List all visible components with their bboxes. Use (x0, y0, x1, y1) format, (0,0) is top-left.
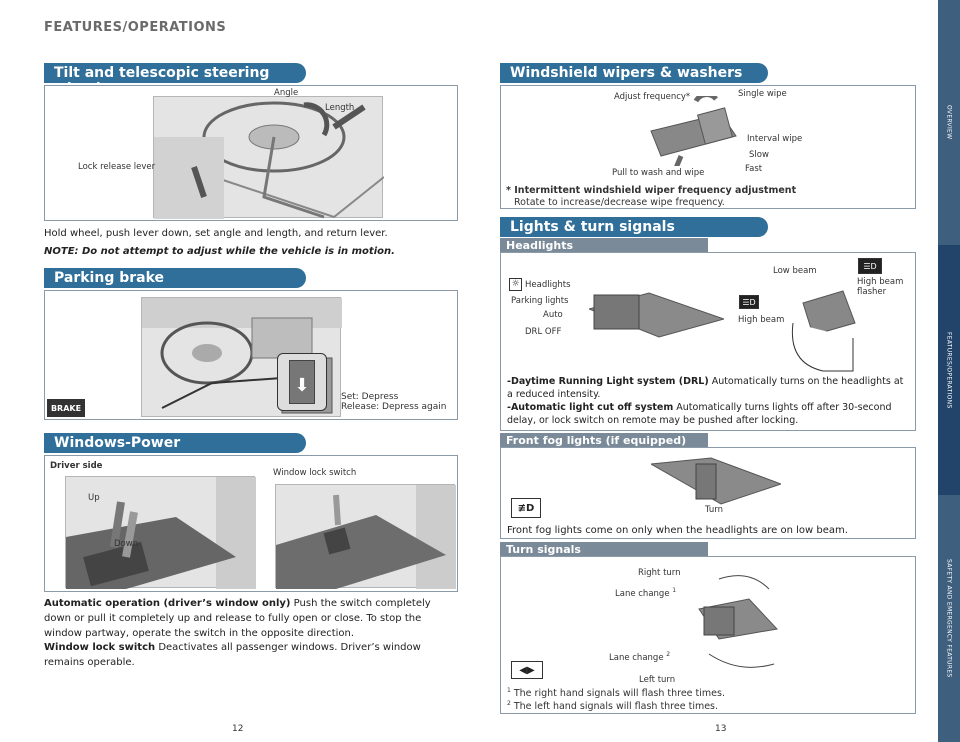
turn-arrows-icon: ◀▶ (511, 661, 543, 679)
adjust-frequency-label: Adjust frequency* (614, 92, 691, 102)
section-title-windows: Windows-Power (44, 433, 306, 453)
drl-desc: Automatically turns on the headlights at… (507, 376, 904, 400)
side-tab-bar: OVERVIEW FEATURES/OPERATIONS SAFETY AND … (938, 0, 960, 742)
lock-release-label: Lock release lever (78, 162, 156, 172)
angle-label: Angle (274, 88, 299, 98)
tab-features-operations[interactable]: FEATURES/OPERATIONS (938, 245, 960, 495)
tilt-instruction: Hold wheel, push lever down, set angle a… (44, 228, 388, 239)
section-title-lights: Lights & turn signals (500, 217, 768, 237)
wiper-footnote-text: Rotate to increase/decrease wipe frequen… (514, 197, 725, 208)
up-label: Up (88, 493, 100, 503)
turn-footnote-1: 1 The right hand signals will flash thre… (507, 687, 725, 700)
low-beam-label: Low beam (773, 266, 817, 276)
set-label: Set: Depress (341, 392, 399, 402)
drl-text: -Daytime Running Light system (DRL) Auto… (507, 375, 911, 401)
arrow-down-icon: ⬇ (294, 375, 310, 396)
cutoff-desc: Automatically turns lights off after 30-… (507, 402, 892, 426)
lane-change-1-label: Lane change 1 (615, 587, 677, 599)
steering-wheel-image (153, 96, 385, 219)
section-title-wipers: Windshield wipers & washers (500, 63, 768, 83)
release-label: Release: Depress again (341, 402, 447, 412)
down-label: Down (114, 539, 139, 549)
window-lock-label: Window lock switch (273, 468, 357, 478)
single-wipe-label: Single wipe (738, 89, 787, 99)
auto-label: Auto (543, 310, 563, 320)
cutoff-text: -Automatic light cut off system Automati… (507, 401, 911, 427)
lock-switch-image (275, 484, 456, 589)
fast-label: Fast (745, 164, 763, 174)
steering-wheel-illustration (154, 101, 385, 219)
lock-switch-title: Window lock switch (44, 642, 156, 653)
fog-turn-label: Turn (705, 505, 724, 515)
cutoff-title: -Automatic light cut off system (507, 402, 674, 413)
turn-footnote-2: 2 The left hand signals will flash three… (507, 700, 719, 713)
headlights-label: Headlights (525, 280, 571, 290)
high-beam-icon: ☰D (739, 295, 759, 309)
turn-stalk-illustration (698, 575, 778, 668)
page-header: FEATURES/OPERATIONS (44, 20, 227, 35)
fog-stalk-illustration (651, 457, 781, 505)
windows-figure-box: Driver side Window lock switch Up Down (44, 455, 458, 592)
tilt-note: NOTE: Do not attempt to adjust while the… (44, 246, 395, 257)
length-label: Length (325, 103, 355, 113)
auto-op-desc: Push the switch completely down or pull … (44, 598, 431, 639)
wiper-footnote-title: * Intermittent windshield wiper frequenc… (506, 185, 797, 196)
subsection-fog: Front fog lights (if equipped) (500, 433, 708, 447)
parking-figure-box: ⬇ BRAKE Set: Depress Release: Depress ag… (44, 290, 458, 420)
auto-op-title: Automatic operation (driver’s window onl… (44, 598, 291, 609)
windows-lock-text: Window lock switch Deactivates all passe… (44, 640, 458, 670)
page-number-left: 12 (232, 724, 244, 734)
lock-switch-illustration (276, 485, 456, 589)
driver-switch-image (65, 476, 256, 589)
fog-figure-box: ≢D Turn Front fog lights come on only wh… (500, 447, 916, 539)
flasher-icon: ☰D (858, 258, 882, 274)
windows-auto-text: Automatic operation (driver’s window onl… (44, 596, 458, 641)
subsection-headlights: Headlights (500, 238, 708, 252)
tab-overview[interactable]: OVERVIEW (945, 105, 953, 140)
tilt-figure-box: Angle Length Lock release lever (44, 85, 458, 221)
driver-side-label: Driver side (50, 461, 103, 471)
hand-flasher-illustration (791, 290, 856, 372)
drl-off-label: DRL OFF (525, 327, 562, 337)
fog-light-icon: ≢D (511, 498, 541, 518)
flasher-label: High beam flasher (857, 277, 904, 297)
lane-change-2-label: Lane change 2 (609, 651, 671, 663)
headlights-sun-icon: ☼ (509, 278, 522, 291)
tab-safety[interactable]: SAFETY AND EMERGENCY FEATURES (945, 559, 953, 678)
headlights-figure-box: ☼ Headlights Parking lights Auto DRL OFF… (500, 252, 916, 431)
lock-switch-desc: Deactivates all passenger windows. Drive… (44, 642, 421, 668)
high-beam-label: High beam (738, 315, 785, 325)
left-turn-label: Left turn (639, 675, 676, 685)
brake-badge: BRAKE (47, 399, 85, 417)
driver-switch-illustration (66, 477, 256, 589)
pull-wash-label: Pull to wash and wipe (612, 168, 705, 178)
fog-text: Front fog lights come on only when the h… (507, 525, 848, 536)
subsection-turn: Turn signals (500, 542, 708, 556)
section-title-parking: Parking brake (44, 268, 306, 288)
parking-lights-label: Parking lights (511, 296, 569, 306)
wipers-figure-box: Adjust frequency* Single wipe Interval w… (500, 85, 916, 209)
headlight-stalk-illustration (589, 292, 724, 338)
turn-figure-box: Right turn Lane change 1 Lane change 2 L… (500, 556, 916, 714)
drl-title: -Daytime Running Light system (DRL) (507, 376, 709, 387)
right-turn-label: Right turn (638, 568, 681, 578)
interval-wipe-label: Interval wipe (747, 134, 803, 144)
slow-label: Slow (749, 150, 769, 160)
section-title-tilt: Tilt and telescopic steering wheel (44, 63, 306, 97)
wiper-stalk-illustration (650, 96, 737, 166)
page-number-right: 13 (715, 724, 727, 734)
parking-brake-inset: ⬇ (277, 353, 327, 411)
